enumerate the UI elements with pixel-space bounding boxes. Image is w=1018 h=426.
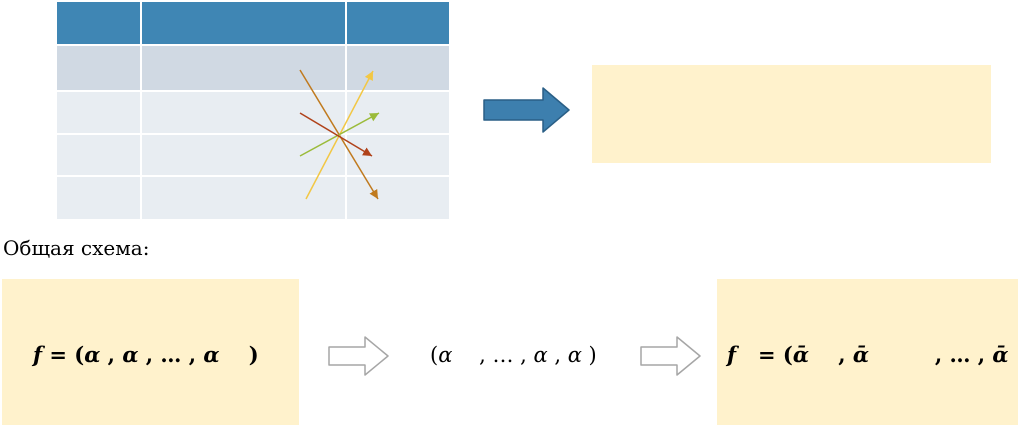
alpha-bar-symbol: ᾱ [852, 342, 870, 367]
table-divider [57, 133, 449, 135]
alpha-symbol: α [122, 342, 139, 367]
alpha-symbol: α [438, 343, 453, 367]
right-arrow-shape [483, 87, 570, 133]
formula-text: ) [219, 342, 259, 367]
function-symbol: f [33, 342, 43, 367]
table-column-divider [345, 2, 347, 219]
table-header-row [57, 2, 449, 44]
outline-arrow-icon [328, 336, 389, 376]
formula-text: , … , [869, 342, 993, 367]
formula-text: , … , [452, 343, 534, 367]
alpha-bar-symbol: ᾱ [792, 342, 809, 367]
source-formula-box [2, 279, 299, 425]
alpha-symbol: α [84, 342, 101, 367]
target-formula-box [717, 279, 1018, 425]
alpha-symbol: α [203, 342, 220, 367]
formula-permutation: (α , … , α , α ) [430, 340, 597, 370]
outline-arrow-icon [640, 336, 701, 376]
formula-text: , [547, 343, 568, 367]
alpha-symbol: α [533, 343, 548, 367]
crossing-arrows [299, 69, 380, 200]
formula-text: = ( [736, 342, 793, 367]
alpha-symbol: α [567, 343, 582, 367]
table-divider [57, 44, 449, 46]
table-row [57, 45, 449, 91]
table-body [57, 91, 449, 219]
alpha-bar-symbol: ᾱ [992, 342, 1009, 367]
formula-text: , [809, 342, 853, 367]
formula-text: , [100, 342, 123, 367]
table-column-divider [140, 2, 142, 219]
table-divider [57, 90, 449, 92]
formula-text: ) [1009, 342, 1018, 367]
function-symbol: f [727, 342, 737, 367]
formula-result: f = (ᾱ , ᾱ , … , ᾱ ) [727, 340, 1018, 370]
formula-source: f = (α , α , … , α ) [33, 340, 259, 370]
formula-text: , … , [138, 342, 204, 367]
green-line-up [299, 112, 380, 157]
formula-text: ( [430, 343, 439, 367]
right-arrow-icon [483, 87, 570, 133]
result-box [592, 65, 991, 163]
scheme-heading: Общая схема: [3, 236, 150, 260]
formula-text: = ( [42, 342, 85, 367]
table-divider [57, 175, 449, 177]
red-line-down [299, 112, 373, 157]
formula-text: ) [581, 343, 597, 367]
permutation-table [57, 2, 449, 219]
